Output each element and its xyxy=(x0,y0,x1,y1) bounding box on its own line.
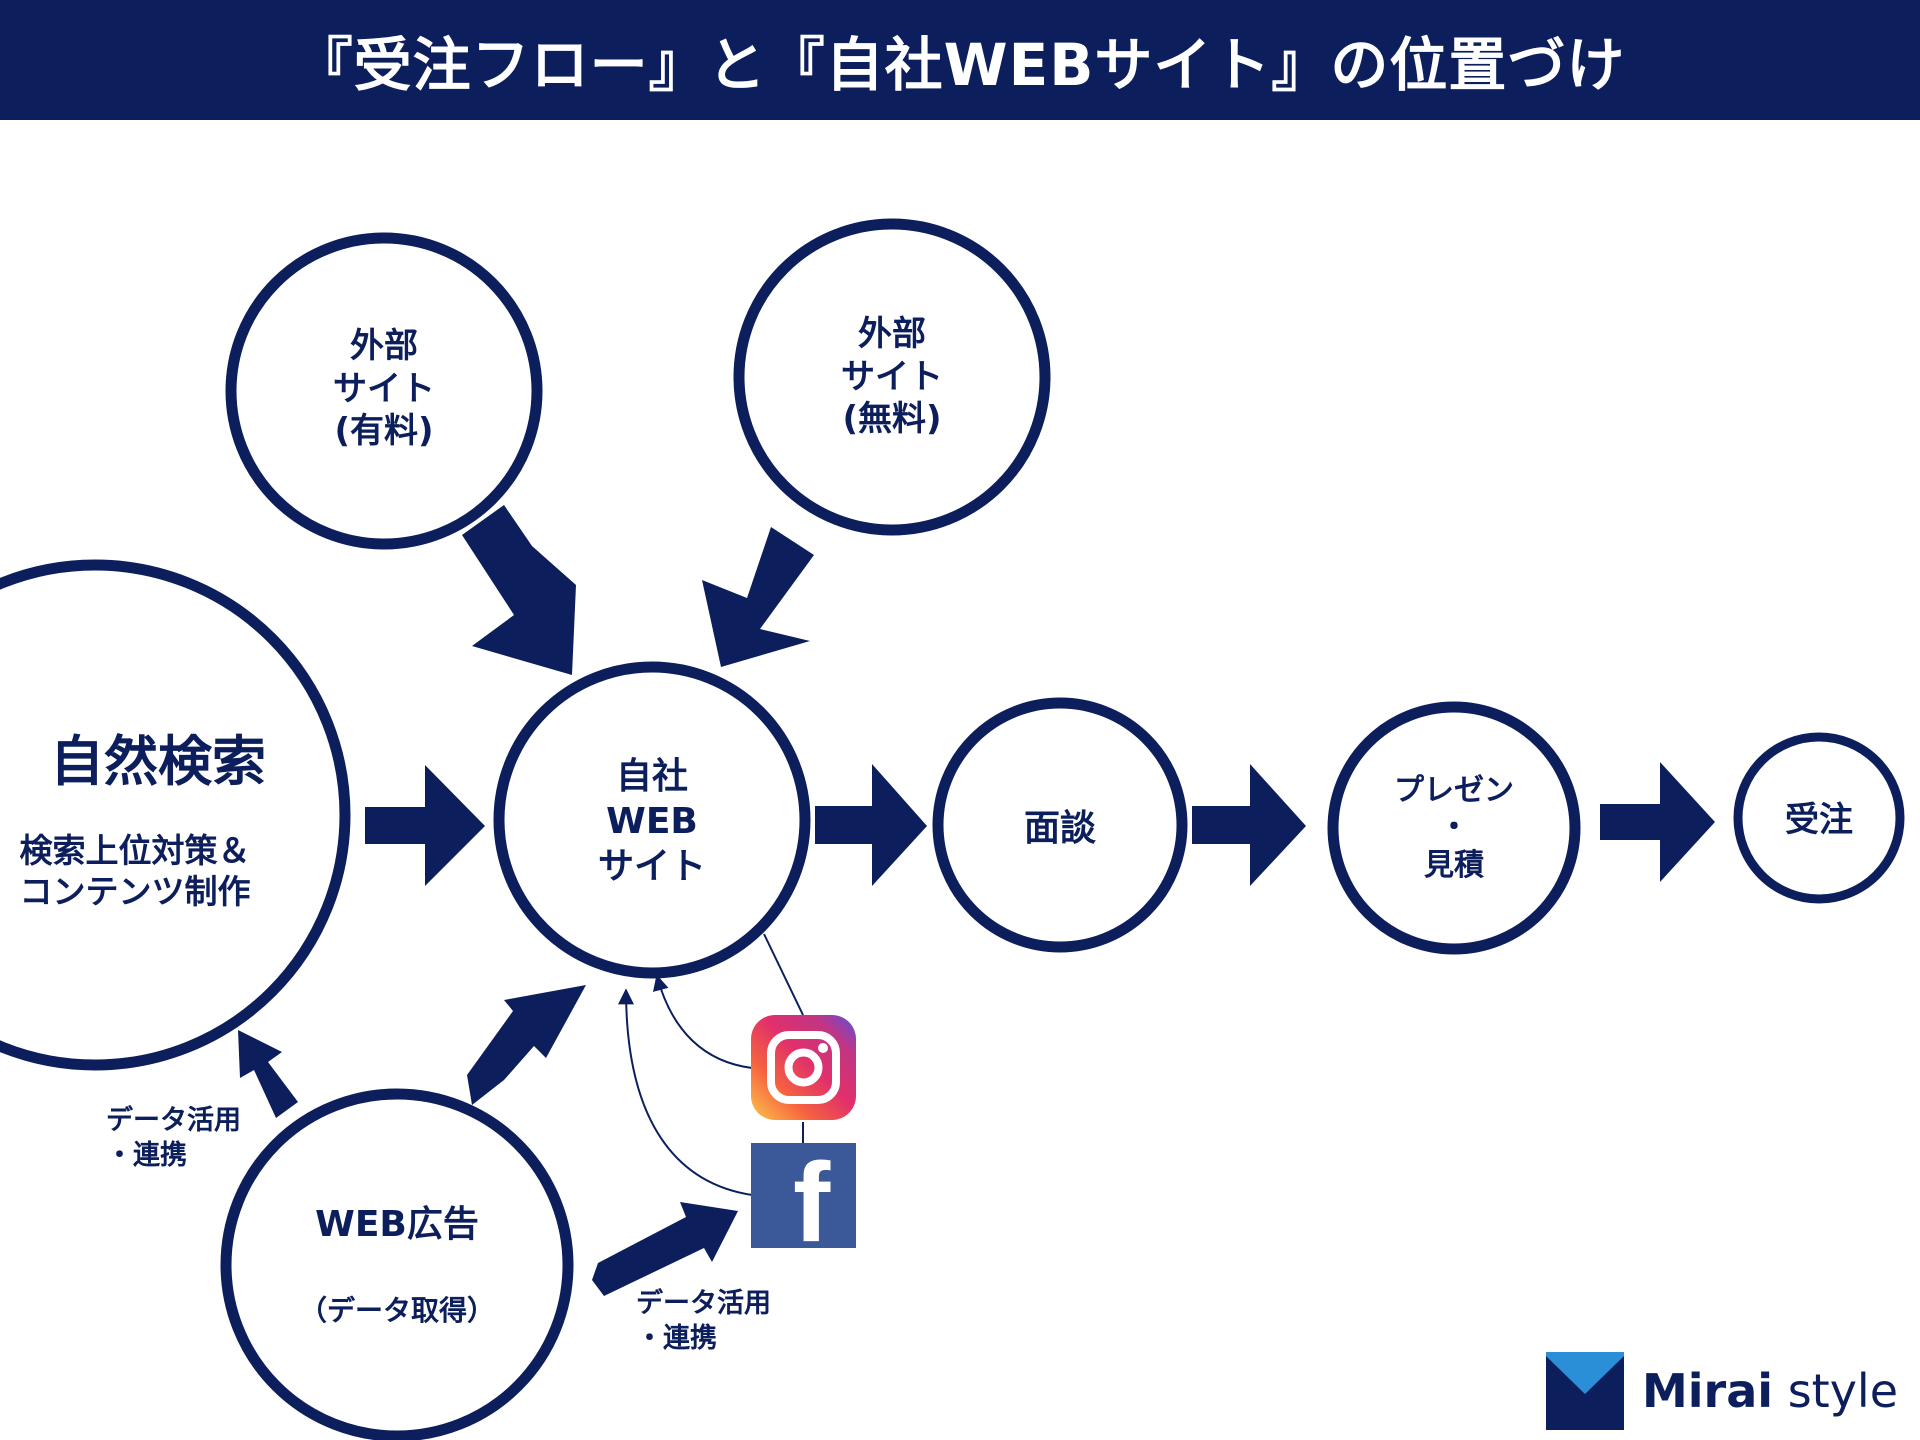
web-ads-circle xyxy=(220,1088,574,1440)
instagram-icon xyxy=(751,1015,856,1120)
note-bottom-line-2: ・連携 xyxy=(636,1323,717,1355)
paid-site-line-1: 外部 xyxy=(350,326,418,367)
arrow-ads-to-social xyxy=(592,1202,738,1296)
mirai-style-logo-icon xyxy=(1546,1352,1625,1430)
free-site-line-3: (無料) xyxy=(842,399,942,440)
order-text: 受注 xyxy=(1785,799,1853,840)
presentation-line-1: プレゼン xyxy=(1394,772,1514,808)
note-bottom-line-1: データ活用 xyxy=(636,1288,771,1319)
arrow-paid-to-own xyxy=(462,505,576,675)
free-site-circle xyxy=(733,218,1051,536)
note-left-line-2: ・連携 xyxy=(106,1140,187,1172)
web-ads-sub: （データ取得） xyxy=(298,1294,495,1327)
natural-search-circle xyxy=(0,559,351,1071)
free-site-line-2: サイト xyxy=(841,356,943,397)
facebook-icon: f xyxy=(751,1143,856,1248)
data-usage-note-left: データ活用 ・連携 xyxy=(106,1103,241,1173)
own-site-line-1: 自社 xyxy=(615,755,688,797)
presentation-circle xyxy=(1327,701,1581,955)
presentation-label: プレゼン ・ 見積 xyxy=(1364,772,1544,884)
paid-site-line-3: (有料) xyxy=(334,411,434,452)
natural-search-line-2: コンテンツ制作 xyxy=(19,871,251,911)
natural-search-line-1: 検索上位対策＆ xyxy=(19,830,251,870)
free-site-line-1: 外部 xyxy=(858,314,926,355)
arrow-interview-to-presentation xyxy=(1192,764,1306,886)
arrow-ads-to-search xyxy=(238,1030,298,1118)
arrow-search-to-own xyxy=(365,765,485,886)
brand-name-strong: Mirai xyxy=(1642,1364,1774,1418)
brand-name-light: style xyxy=(1787,1364,1898,1418)
own-site-circle xyxy=(493,661,811,979)
interview-circle xyxy=(932,697,1188,953)
page-title: 『受注フロー』と『自社WEBサイト』の位置づけ xyxy=(294,31,1626,99)
curved-arrow-instagram-to-own xyxy=(653,974,753,1069)
paid-site-circle xyxy=(225,232,543,550)
web-ads-heading: WEB広告 xyxy=(315,1204,479,1245)
presentation-line-2: ・ xyxy=(1439,810,1469,846)
arrow-free-to-own xyxy=(702,527,814,667)
interview-text: 面談 xyxy=(1023,807,1096,849)
interview-label: 面談 xyxy=(980,800,1140,856)
presentation-line-3: 見積 xyxy=(1424,847,1484,883)
natural-search-label: 自然検索 検索上位対策＆ コンテンツ制作 xyxy=(0,720,270,920)
web-ads-label: WEB広告 （データ取得） xyxy=(292,1195,502,1335)
connector-own-to-instagram xyxy=(763,933,804,1016)
brand-logo: Mirai style xyxy=(1546,1352,1898,1430)
arrow-ads-to-own xyxy=(467,985,586,1105)
arrow-presentation-to-order xyxy=(1600,762,1715,882)
note-left-line-1: データ活用 xyxy=(106,1105,241,1136)
own-site-label: 自社 WEB サイト xyxy=(552,752,752,890)
own-site-line-2: WEB xyxy=(606,800,698,842)
brand-name: Mirai style xyxy=(1642,1364,1898,1418)
own-site-line-3: サイト xyxy=(597,845,706,887)
title-bar: 『受注フロー』と『自社WEBサイト』の位置づけ xyxy=(0,0,1920,120)
data-usage-note-bottom: データ活用 ・連携 xyxy=(636,1286,771,1356)
order-label: 受注 xyxy=(1759,795,1879,845)
free-site-label: 外部 サイト (無料) xyxy=(772,310,1012,444)
facebook-glyph: f xyxy=(793,1143,831,1249)
natural-search-heading: 自然検索 xyxy=(50,730,266,793)
paid-site-line-2: サイト xyxy=(333,368,435,409)
order-circle xyxy=(1733,732,1905,904)
paid-site-label: 外部 サイト (有料) xyxy=(264,322,504,456)
curved-arrow-facebook-to-own xyxy=(618,988,753,1196)
arrow-own-to-interview xyxy=(815,764,927,886)
